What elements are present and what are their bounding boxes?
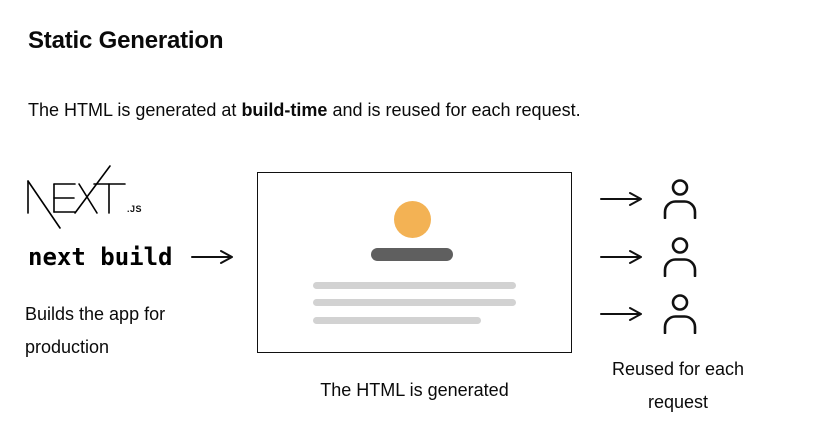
build-command-row: next build (28, 243, 237, 271)
intro-bold: build-time (241, 100, 328, 120)
page-text-bar (313, 282, 516, 289)
user-icon (663, 294, 697, 334)
page-title: Static Generation (28, 27, 224, 54)
request-row (600, 179, 740, 219)
request-row (600, 294, 740, 334)
page-accent-circle (394, 201, 431, 238)
arrow-right-icon (600, 192, 642, 206)
page-heading-bar (371, 248, 453, 261)
logo-js-suffix: .JS (127, 204, 142, 214)
page-text-bar (313, 299, 516, 306)
page-text-bar-short (313, 317, 481, 324)
intro-pre: The HTML is generated at (28, 100, 242, 120)
arrow-right-icon (190, 250, 233, 264)
user-icon (663, 179, 697, 219)
nextjs-logo-icon: .JS (27, 165, 142, 229)
user-icon (663, 236, 697, 277)
intro-text: The HTML is generated at build-time and … (28, 97, 581, 123)
request-row (600, 236, 740, 277)
generated-page-frame (257, 172, 572, 353)
generated-page-caption: The HTML is generated (320, 380, 509, 400)
arrow-right-icon (600, 249, 642, 264)
requests-caption: Reused for each request (611, 359, 745, 412)
build-description: Builds the app for production (25, 304, 166, 357)
intro-post: and is reused for each request. (327, 100, 581, 120)
arrow-right-icon (600, 307, 642, 321)
build-command: next build (28, 243, 173, 271)
request-rows (600, 179, 740, 352)
